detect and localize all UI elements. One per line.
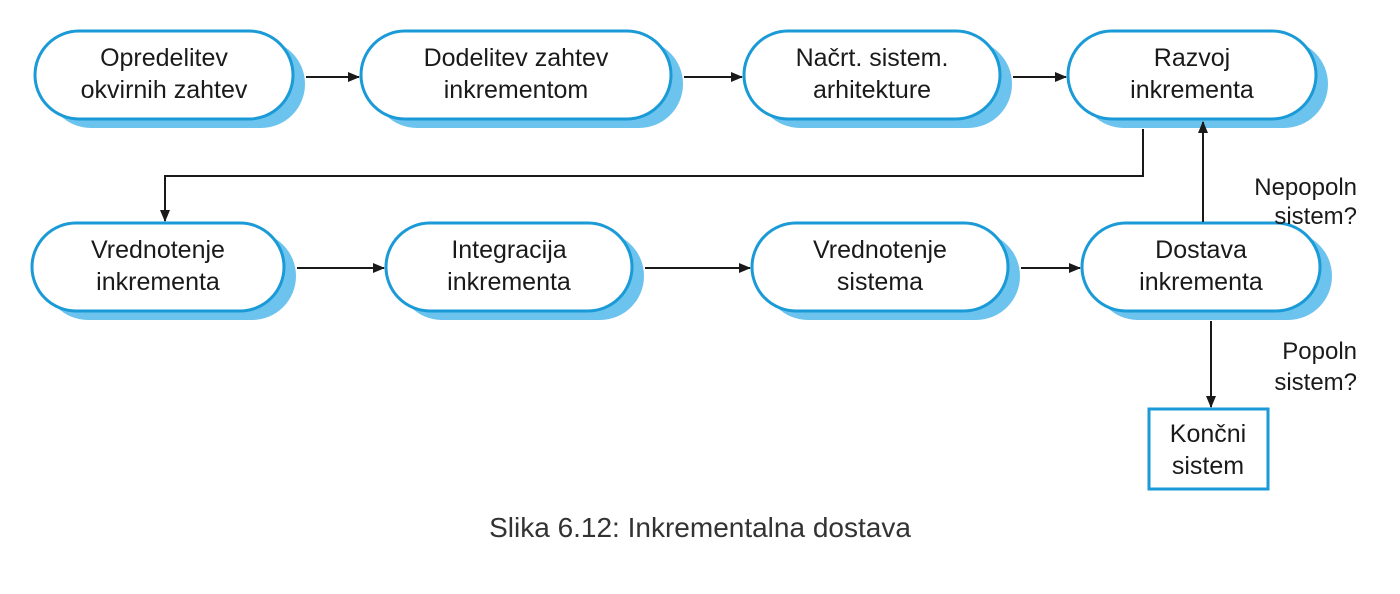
node-dodelitev: Dodelitev zahtev inkrementom xyxy=(359,29,683,128)
node-razvoj-line2: inkrementa xyxy=(1130,76,1254,104)
label-popoln-line1: Popoln xyxy=(1282,338,1357,365)
arrow-razvoj-to-vrednotenje-inkrementa xyxy=(160,129,1144,222)
node-vrednotenje-inkrementa-line2: inkrementa xyxy=(96,268,220,296)
node-integracija-line2: inkrementa xyxy=(447,268,571,296)
label-nepopoln-line2: sistem? xyxy=(1274,203,1357,230)
node-dodelitev-line2: inkrementom xyxy=(444,76,589,104)
node-koncni-sistem: Končni sistem xyxy=(1147,407,1270,491)
node-razvoj: Razvoj inkrementa xyxy=(1066,29,1328,128)
label-nepopoln-line1: Nepopoln xyxy=(1254,174,1357,201)
node-dodelitev-line1: Dodelitev zahtev xyxy=(424,44,609,72)
figure-caption: Slika 6.12: Inkrementalna dostava xyxy=(489,512,911,543)
node-vrednotenje-inkrementa: Vrednotenje inkrementa xyxy=(30,221,296,320)
node-nacrt-line2: arhitekture xyxy=(813,76,931,104)
node-nacrt-line1: Načrt. sistem. xyxy=(796,44,949,72)
node-opredelitev-line1: Opredelitev xyxy=(100,44,228,72)
incremental-delivery-diagram: Opredelitev okvirnih zahtev Dodelitev za… xyxy=(30,29,1357,491)
label-popoln-line2: sistem? xyxy=(1274,369,1357,396)
node-vrednotenje-sistema: Vrednotenje sistema xyxy=(750,221,1020,320)
node-dostava: Dostava inkrementa xyxy=(1080,221,1332,320)
node-opredelitev-line2: okvirnih zahtev xyxy=(81,76,248,104)
node-razvoj-line1: Razvoj xyxy=(1154,44,1230,72)
node-integracija: Integracija inkrementa xyxy=(384,221,644,320)
node-dostava-line1: Dostava xyxy=(1155,236,1247,264)
node-vrednotenje-inkrementa-line1: Vrednotenje xyxy=(91,236,225,264)
node-nacrt: Načrt. sistem. arhitekture xyxy=(742,29,1012,128)
node-koncni-line2: sistem xyxy=(1172,452,1244,480)
node-vrednotenje-sistema-line1: Vrednotenje xyxy=(813,236,947,264)
node-opredelitev: Opredelitev okvirnih zahtev xyxy=(33,29,305,128)
node-koncni-line1: Končni xyxy=(1170,420,1246,448)
node-vrednotenje-sistema-line2: sistema xyxy=(837,268,923,296)
node-dostava-line2: inkrementa xyxy=(1139,268,1263,296)
node-integracija-line1: Integracija xyxy=(451,236,566,264)
